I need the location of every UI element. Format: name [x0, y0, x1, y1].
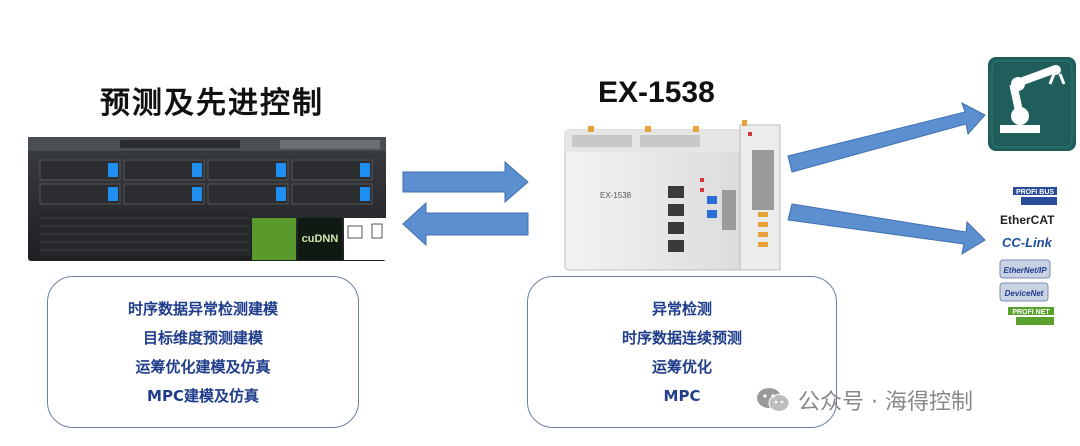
server-function-item: 时序数据异常检测建模 — [127, 299, 278, 318]
devicenet-logo: DeviceNet — [1005, 289, 1044, 298]
robot-arm-icon — [988, 57, 1076, 151]
ethernetip-logo: EtherNet/IP — [1003, 266, 1047, 275]
controller-function-item: 异常检测 — [651, 299, 712, 318]
server-title: 预测及先进控制 — [100, 86, 324, 121]
server-functions-box: 时序数据异常检测建模 目标维度预测建模 运筹优化建模及仿真 MPC建模及仿真 — [47, 276, 359, 428]
arrow-to-robot — [787, 101, 986, 173]
controller-function-item: MPC — [663, 386, 701, 405]
wechat-icon — [757, 388, 790, 412]
ethercat-logo: EtherCAT — [1000, 213, 1055, 227]
profibus-logo: PROFI BUS — [1016, 189, 1054, 196]
controller-function-item: 运筹优化 — [651, 357, 712, 376]
arrow-to-server — [402, 201, 529, 247]
watermark: 公众号 · 海得控制 — [756, 384, 973, 416]
server-function-item: MPC建模及仿真 — [147, 386, 259, 405]
server-function-item: 目标维度预测建模 — [142, 328, 263, 347]
controller-device-label: EX-1538 — [600, 191, 632, 200]
watermark-text: 公众号 · 海得控制 — [798, 390, 973, 415]
arrow-to-fieldbus — [787, 203, 986, 256]
cclink-logo: CC-Link — [1002, 235, 1053, 250]
gpu-server-image: cuDNN — [28, 137, 386, 261]
controller-function-item: 时序数据连续预测 — [621, 328, 742, 347]
controller-title: EX-1538 — [598, 76, 715, 109]
cudnn-logo-label: cuDNN — [302, 233, 339, 245]
profinet-logo: PROFI NET — [1012, 309, 1050, 316]
server-function-item: 运筹优化建模及仿真 — [135, 357, 271, 376]
fieldbus-protocol-logos: PROFI BUS EtherCAT CC-Link EtherNet/IP D… — [999, 187, 1057, 325]
ex1538-controller-image: EX-1538 — [564, 120, 781, 271]
arrow-to-controller — [402, 160, 529, 204]
